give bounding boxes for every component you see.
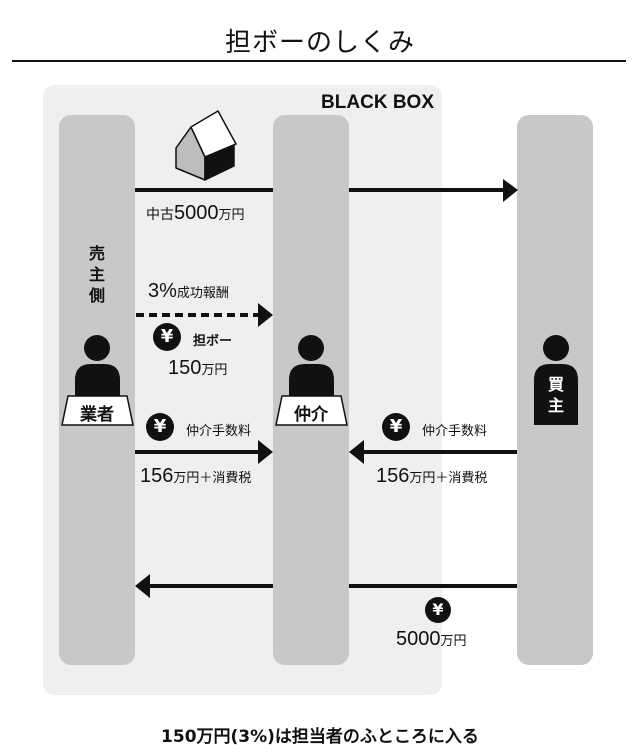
seller-side-char: 主	[88, 265, 105, 284]
buyer-fee-unit: 万円	[409, 471, 436, 486]
payment-amount-label: 5000万円	[396, 628, 467, 651]
buyer-body-label: 買 主	[544, 374, 568, 416]
seller-fee-label: 仲介手数料	[186, 424, 252, 439]
property-price-label: 中古5000万円	[146, 202, 245, 225]
yen-icon: ¥	[146, 413, 174, 441]
buyer-fee-label: 仲介手数料	[422, 424, 488, 439]
seller-fee-arrow-head	[258, 440, 273, 464]
seller-fee-amount: 156	[140, 465, 174, 487]
seller-side-label: 売 主 側	[85, 243, 109, 306]
kickback-amount-label: 150万円	[168, 357, 227, 380]
property-prefix: 中古	[146, 207, 174, 223]
buyer-fee-tax: ＋消費税	[435, 471, 488, 486]
yen-icon: ¥	[425, 597, 451, 623]
property-unit: 万円	[218, 208, 245, 223]
payment-arrow-head	[135, 574, 150, 598]
seller-fee-amount-label: 156万円＋消費税	[140, 465, 251, 488]
title-divider	[12, 60, 626, 62]
seller-fee-unit: 万円	[173, 471, 200, 486]
property-amount: 5000	[174, 202, 219, 224]
payment-amount: 5000	[396, 628, 441, 650]
yen-icon: ¥	[153, 323, 181, 351]
kickback-arrow-head	[258, 303, 273, 327]
buyer-fee-amount: 156	[376, 465, 410, 487]
buyer-fee-amount-label: 156万円＋消費税	[376, 465, 487, 488]
agent-person-icon	[275, 335, 348, 426]
property-arrow-head	[503, 179, 518, 202]
kickback-label: 成功報酬	[176, 286, 229, 301]
caption: 150万円(3%)は担当者のふところに入る	[161, 727, 479, 747]
yen-icon: ¥	[382, 413, 410, 441]
buyer-person-icon	[534, 335, 578, 425]
page-title: 担ボーのしくみ	[224, 28, 416, 58]
house-icon	[175, 110, 237, 181]
kickback-amount: 150	[168, 357, 202, 379]
buyer-fee-arrow-head	[349, 440, 364, 464]
agent-desk-label: 仲介	[294, 405, 328, 425]
payment-unit: 万円	[440, 634, 467, 649]
seller-desk-label: 業者	[80, 405, 114, 425]
kickback-rate: 3%	[148, 280, 177, 302]
buyer-label-char: 主	[547, 396, 564, 415]
seller-person-icon	[61, 335, 134, 426]
kickback-unit: 万円	[201, 363, 228, 378]
kickback-rate-label: 3%成功報酬	[148, 280, 229, 303]
kickback-yen-label: 担ボー	[193, 334, 233, 349]
black-box-label: BLACK BOX	[321, 92, 434, 113]
seller-side-char: 売	[88, 244, 105, 263]
seller-side-char: 側	[88, 286, 105, 305]
seller-fee-tax: ＋消費税	[199, 471, 252, 486]
buyer-label-char: 買	[547, 375, 564, 394]
